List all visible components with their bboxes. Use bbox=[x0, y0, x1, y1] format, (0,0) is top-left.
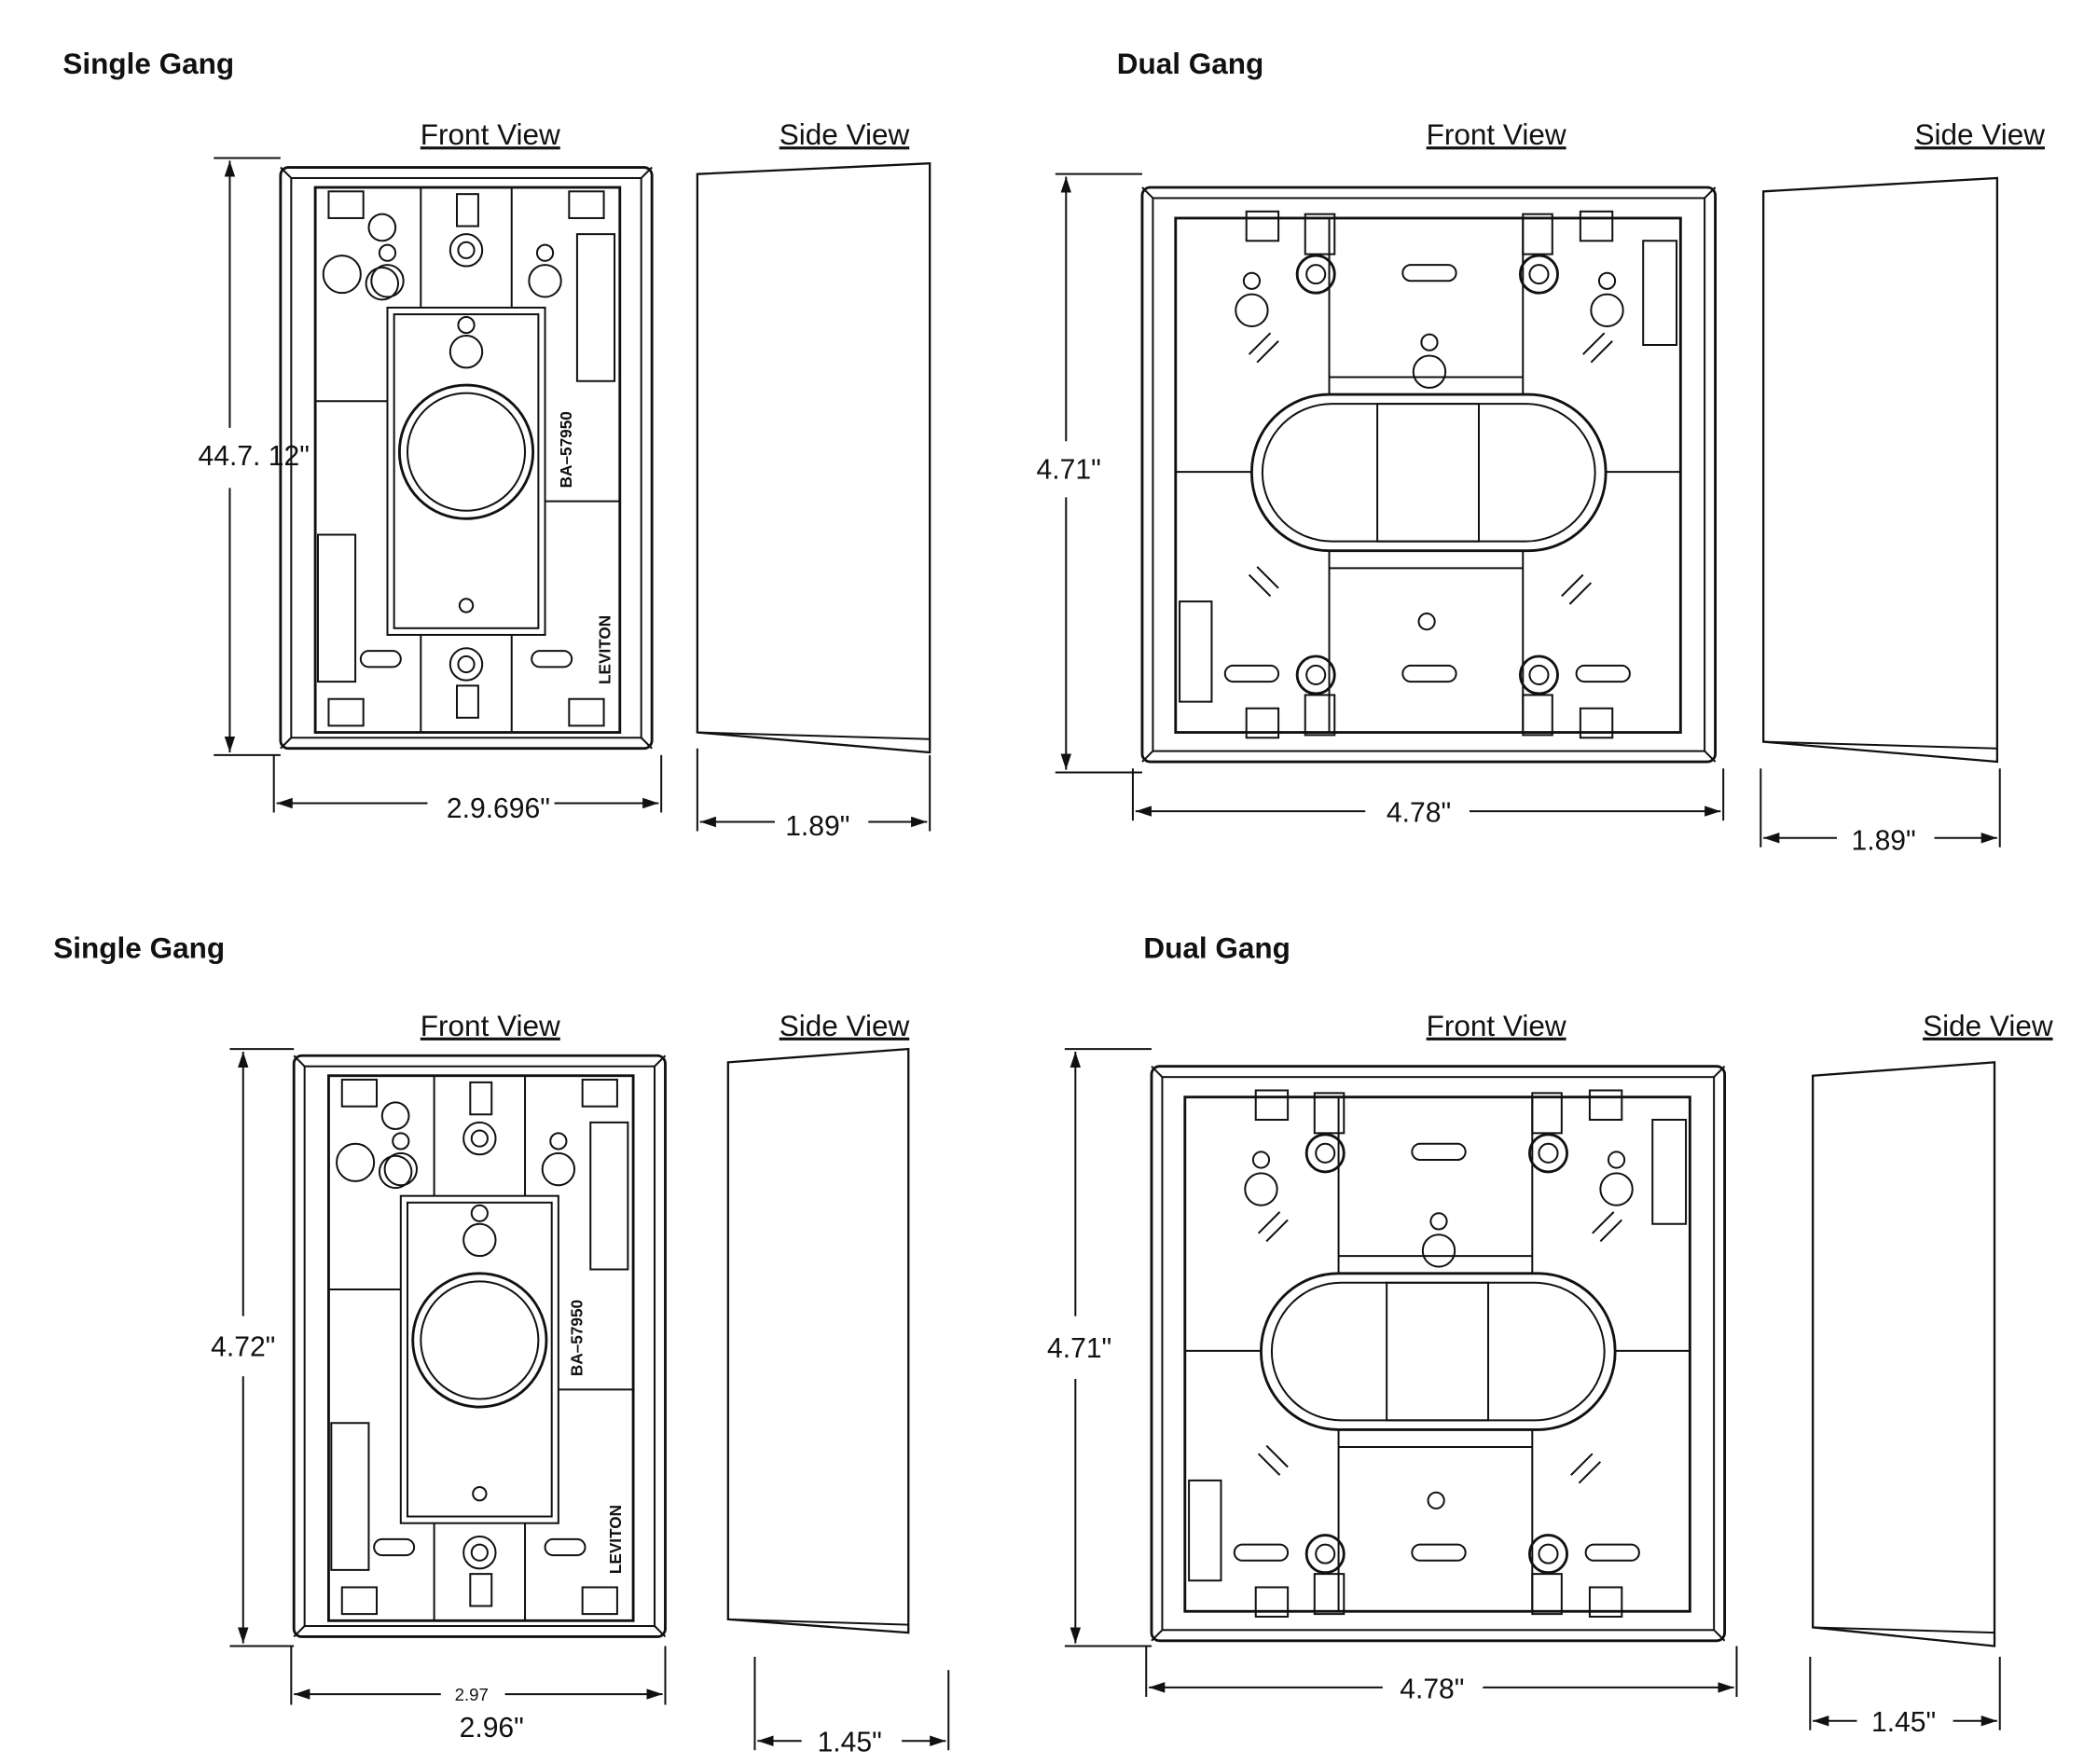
front-view-label: Front View bbox=[1427, 1009, 1566, 1042]
side-view-label: Side View bbox=[1914, 117, 2045, 151]
width-dimension-label: 2.9.696" bbox=[447, 793, 550, 824]
part-number: BA–57950 bbox=[568, 1300, 587, 1376]
panel-dual-gang-2: Dual Gang Front View Side View 4.71" 4.7… bbox=[1047, 931, 2053, 1739]
height-dimension-label: 44.7. 12" bbox=[199, 441, 310, 472]
height-dimension-label: 4.71" bbox=[1047, 1333, 1111, 1364]
dual-gang-front-drawing bbox=[1140, 186, 1718, 764]
side-view-drawing bbox=[726, 1047, 910, 1634]
depth-dimension-label: 1.45" bbox=[818, 1728, 882, 1758]
panel-title: Dual Gang bbox=[1117, 47, 1264, 80]
panel-title: Single Gang bbox=[62, 47, 234, 80]
side-view-label: Side View bbox=[1923, 1009, 2053, 1042]
width-small-label: 2.97 bbox=[455, 1685, 489, 1704]
panel-title: Dual Gang bbox=[1143, 931, 1290, 965]
side-view-label: Side View bbox=[780, 1009, 910, 1042]
height-dimension-label: 4.72" bbox=[211, 1332, 275, 1363]
panel-dual-gang-1: Dual Gang Front View Side View 4.71" 4.7… bbox=[1037, 47, 2046, 856]
depth-dimension-label: 1.89" bbox=[785, 811, 849, 842]
panel-single-gang-2: Single Gang Front View Side View BA–5795… bbox=[53, 931, 948, 1758]
part-number: BA–57950 bbox=[557, 411, 575, 488]
height-dimension-label: 4.71" bbox=[1037, 454, 1101, 485]
dual-gang-front-drawing bbox=[1150, 1065, 1727, 1643]
panel-single-gang-1: Single Gang Front View Side View BA–5795… bbox=[62, 47, 930, 842]
brand-label: LEVITON bbox=[596, 615, 614, 684]
front-view-label: Front View bbox=[1427, 117, 1566, 151]
front-view-label: Front View bbox=[421, 1009, 560, 1042]
width-dimension-label: 4.78" bbox=[1400, 1674, 1464, 1704]
depth-dimension-label: 1.45" bbox=[1871, 1707, 1936, 1738]
side-view-label: Side View bbox=[780, 117, 910, 151]
side-view-drawing bbox=[696, 162, 932, 754]
brand-label: LEVITON bbox=[606, 1505, 625, 1574]
side-view-drawing bbox=[1812, 1061, 1996, 1647]
front-view-label: Front View bbox=[421, 117, 560, 151]
width-dimension-label: 4.78" bbox=[1387, 798, 1451, 829]
depth-dimension-label: 1.89" bbox=[1851, 826, 1915, 857]
side-view-drawing bbox=[1762, 176, 1999, 764]
width-dimension-label: 2.96" bbox=[460, 1713, 524, 1743]
panel-title: Single Gang bbox=[53, 931, 225, 965]
